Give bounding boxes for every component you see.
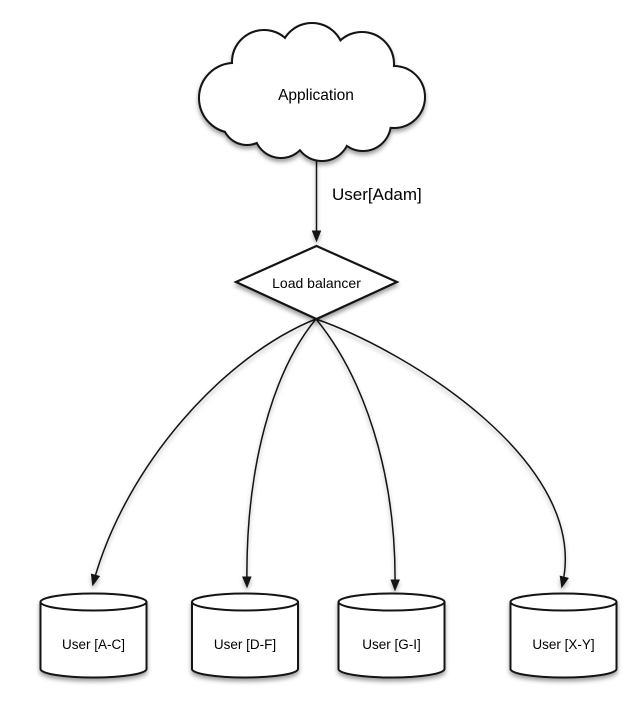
database-cylinder-icon <box>191 592 299 679</box>
shard-a-c-label: User [A-C] <box>62 637 125 652</box>
load-balancer-node-label: Load balancer <box>272 275 361 291</box>
diamond-shape <box>233 244 400 321</box>
shard-node-g-i <box>337 592 446 679</box>
edge-lb-to-shard-x-y-arrow <box>315 318 569 589</box>
shard-node-d-f <box>191 592 299 679</box>
application-node-label: Application <box>278 87 354 104</box>
shard-node-x-y <box>509 592 618 679</box>
edges-layer <box>90 158 569 592</box>
cloud-icon <box>198 22 426 162</box>
labels-layer: Application User[Adam] Load balancer Use… <box>62 87 595 652</box>
edge-label-user-adam: User[Adam] <box>332 185 422 204</box>
edge-lb-to-shard-d-f-arrow <box>242 318 317 589</box>
database-cylinder-icon <box>337 592 446 679</box>
cloud-fill-layer <box>200 24 424 160</box>
shard-d-f-label: User [D-F] <box>214 637 276 652</box>
application-node <box>198 22 426 162</box>
shard-g-i-label: User [G-I] <box>362 637 421 652</box>
database-cylinder-icon <box>39 592 148 679</box>
shard-x-y-label: User [X-Y] <box>532 637 594 652</box>
database-cylinder-icon <box>509 592 618 679</box>
edge-lb-to-shard-g-i-arrow <box>315 318 400 592</box>
shard-node-a-c <box>39 592 148 679</box>
load-balancer-node <box>233 244 400 321</box>
edge-lb-to-shard-a-c-arrow <box>90 318 317 587</box>
